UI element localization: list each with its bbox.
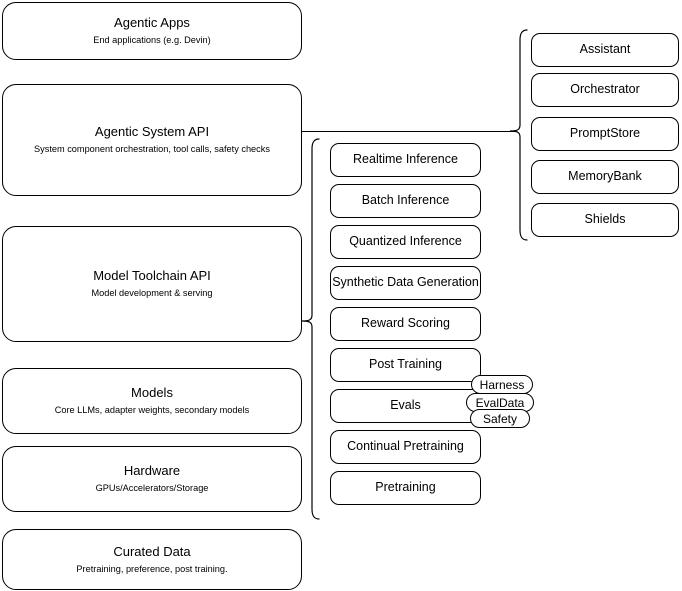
item-label: Continual Pretraining: [347, 439, 464, 454]
badge-label: EvalData: [475, 395, 525, 410]
item-label: Assistant: [579, 42, 631, 57]
item-label: Pretraining: [375, 480, 436, 495]
layer-title: Model Toolchain API: [93, 268, 211, 284]
layer-subtitle: Model development & serving: [91, 288, 213, 299]
toolchain-item-quantized-inference[interactable]: Quantized Inference: [330, 225, 481, 259]
layer-title: Agentic Apps: [114, 15, 190, 31]
connector-line-agentic-system-api: [302, 131, 516, 132]
toolchain-item-realtime-inference[interactable]: Realtime Inference: [330, 143, 481, 177]
toolchain-item-reward-scoring[interactable]: Reward Scoring: [330, 307, 481, 341]
layer-title: Agentic System API: [94, 124, 210, 140]
system-item-assistant[interactable]: Assistant: [531, 33, 679, 67]
toolchain-item-batch-inference[interactable]: Batch Inference: [330, 184, 481, 218]
brace-agentic-system: [508, 29, 528, 241]
badge-label: Harness: [479, 377, 525, 392]
item-label: Orchestrator: [570, 82, 640, 97]
layer-curated-data[interactable]: Curated Data Pretraining, preference, po…: [2, 529, 302, 590]
toolchain-item-synthetic-data-generation[interactable]: Synthetic Data Generation: [330, 266, 481, 300]
layer-subtitle: Core LLMs, adapter weights, secondary mo…: [54, 405, 250, 416]
evals-badge-safety[interactable]: Safety: [470, 409, 530, 428]
item-label: Evals: [390, 398, 421, 413]
system-item-shields[interactable]: Shields: [531, 203, 679, 237]
item-label: Synthetic Data Generation: [332, 275, 479, 290]
brace-model-toolchain: [300, 138, 320, 520]
badge-label: Safety: [482, 411, 518, 426]
toolchain-item-evals[interactable]: Evals: [330, 389, 481, 423]
item-label: MemoryBank: [568, 169, 642, 184]
item-label: Reward Scoring: [361, 316, 450, 331]
system-item-memorybank[interactable]: MemoryBank: [531, 160, 679, 194]
layer-subtitle: Pretraining, preference, post training.: [76, 563, 228, 574]
layer-title: Curated Data: [113, 543, 191, 559]
layer-model-toolchain-api[interactable]: Model Toolchain API Model development & …: [2, 226, 302, 342]
layer-agentic-system-api[interactable]: Agentic System API System component orch…: [2, 84, 302, 196]
layer-hardware[interactable]: Hardware GPUs/Accelerators/Storage: [2, 446, 302, 512]
layer-subtitle: End applications (e.g. Devin): [93, 35, 211, 46]
layer-agentic-apps[interactable]: Agentic Apps End applications (e.g. Devi…: [2, 2, 302, 60]
layer-subtitle: System component orchestration, tool cal…: [34, 144, 270, 155]
layer-title: Hardware: [123, 463, 181, 479]
toolchain-item-continual-pretraining[interactable]: Continual Pretraining: [330, 430, 481, 464]
item-label: Shields: [584, 212, 626, 227]
layer-subtitle: GPUs/Accelerators/Storage: [95, 483, 209, 494]
layer-title: Models: [131, 385, 173, 401]
evals-badge-harness[interactable]: Harness: [471, 375, 533, 394]
item-label: Post Training: [369, 357, 442, 372]
layer-models[interactable]: Models Core LLMs, adapter weights, secon…: [2, 368, 302, 434]
item-label: PromptStore: [569, 126, 641, 141]
item-label: Realtime Inference: [353, 152, 458, 167]
toolchain-item-post-training[interactable]: Post Training: [330, 348, 481, 382]
item-label: Quantized Inference: [349, 234, 462, 249]
system-item-promptstore[interactable]: PromptStore: [531, 117, 679, 151]
toolchain-item-pretraining[interactable]: Pretraining: [330, 471, 481, 505]
item-label: Batch Inference: [361, 193, 450, 208]
system-item-orchestrator[interactable]: Orchestrator: [531, 73, 679, 107]
